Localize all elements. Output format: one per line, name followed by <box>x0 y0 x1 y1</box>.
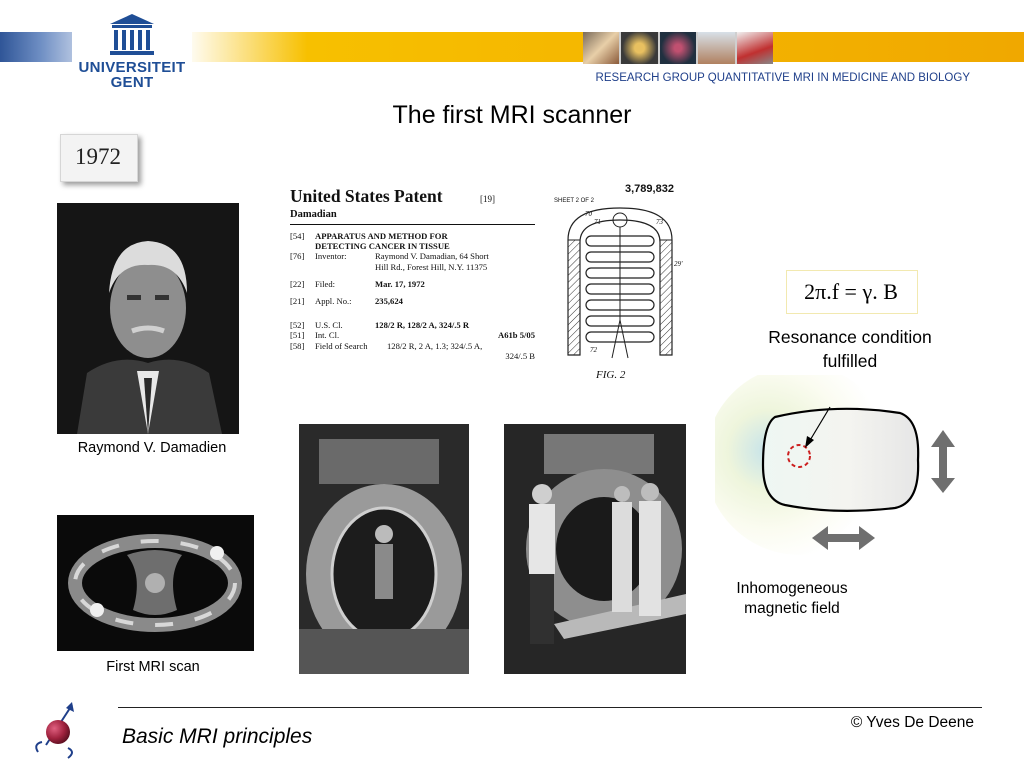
patent-number-19: [19] <box>480 194 495 204</box>
building-icon <box>110 14 154 55</box>
copyright-label: © Yves De Deene <box>850 714 974 731</box>
sample-outline <box>761 407 920 512</box>
lab-thumbnail <box>698 32 735 64</box>
row-value: 128/2 R, 2 A, 1.3; 324/.5 A, <box>387 340 483 351</box>
drawing-patent-number: 3,789,832 <box>625 183 674 195</box>
vertical-arrow-icon <box>931 430 955 493</box>
ref-70: 70 <box>585 210 593 218</box>
patent-row: DETECTING CANCER IN TISSUE <box>290 241 535 251</box>
row-value: DETECTING CANCER IN TISSUE <box>315 241 450 252</box>
row-value: APPARATUS AND METHOD FOR <box>315 231 448 241</box>
row-label <box>315 262 375 272</box>
patent-drawing: 3,789,832 SHEET 2 OF 2 70 71 <box>550 180 690 385</box>
row-label: Inventor: <box>315 251 347 262</box>
row-id <box>290 262 315 272</box>
ref-72: 72 <box>590 346 598 354</box>
patent-row: [76] Inventor: Raymond V. Damadian, 64 Sho… <box>290 251 535 261</box>
patent-row: Hill Rd., Forest Hill, N.Y. 11375 <box>290 262 535 272</box>
year-label: 1972 <box>75 144 121 169</box>
first-scan-caption: First MRI scan <box>106 659 200 675</box>
scanner-thumbnail <box>621 32 658 64</box>
patent-row: [52] U.S. Cl. 128/2 R, 128/2 A, 324/.5 R <box>290 320 535 330</box>
portrait-caption: Raymond V. Damadien <box>77 440 227 456</box>
research-group-label: RESEARCH GROUP QUANTITATIVE MRI IN MEDIC… <box>595 72 970 84</box>
scanner-photo-2 <box>504 424 686 674</box>
university-name: UNIVERSITEIT GENT <box>72 60 192 90</box>
microscopy-thumbnail <box>659 32 697 64</box>
university-logo <box>72 10 192 94</box>
patent-row: [54] APPARATUS AND METHOD FOR <box>290 231 535 241</box>
resonance-label: Resonance condition fulfilled <box>740 325 960 373</box>
graph-thumbnail <box>736 32 774 64</box>
row-id: [76] <box>290 251 305 262</box>
patent-row: [22] Filed: Mar. 17, 1972 <box>290 279 535 289</box>
resonance-line-1: Resonance condition <box>768 327 932 347</box>
logo-line-1: UNIVERSITEIT <box>78 59 186 76</box>
row-id: [54] <box>290 231 305 241</box>
patent-divider <box>290 224 535 225</box>
inhomogeneous-label: Inhomogeneous magnetic field <box>712 579 872 619</box>
year-box <box>60 134 138 182</box>
slide-title: The first MRI scanner <box>392 101 632 129</box>
ref-73: 73 <box>656 218 664 226</box>
row-id: [21] <box>290 296 305 307</box>
ref-29: 29' <box>674 260 683 268</box>
spin-logo <box>28 700 88 765</box>
row-value: 128/2 R, 128/2 A, 324/.5 R <box>375 320 470 331</box>
fig-label: FIG. 2 <box>595 369 626 381</box>
row-id <box>290 351 315 361</box>
row-id: [51] <box>290 330 305 341</box>
patent-row: [51] Int. Cl. A61b 5/05 <box>290 330 535 340</box>
inhom-line-2: magnetic field <box>744 600 840 617</box>
pointer-arrow-icon <box>805 436 814 448</box>
row-value: Hill Rd., Forest Hill, N.Y. 11375 <box>375 261 488 272</box>
larmor-formula: 2π.f = γ. B <box>804 279 898 304</box>
patent-title: United States Patent <box>290 186 443 206</box>
row-value: 324/.5 B <box>505 350 535 361</box>
row-value: Raymond V. Damadian, 64 Short <box>375 251 489 262</box>
scanner-photo-1 <box>299 424 469 674</box>
footer-divider <box>118 707 982 708</box>
resonance-line-2: fulfilled <box>822 351 878 371</box>
header-image-strip <box>583 32 774 64</box>
logo-line-2: GENT <box>110 74 154 91</box>
row-label: Field of Search <box>315 340 368 351</box>
first-mri-scan-image <box>57 515 254 651</box>
patent-document: United States Patent [19] Damadian [54] A… <box>290 186 535 386</box>
row-id <box>290 241 315 251</box>
spin-icon <box>35 702 74 759</box>
row-value: 235,624 <box>375 296 403 307</box>
row-label: Appl. No.: <box>315 296 352 307</box>
row-id: [22] <box>290 278 305 289</box>
portrait-photo <box>57 203 239 434</box>
patent-row: [58] Field of Search 128/2 R, 2 A, 1.3; 32… <box>290 341 535 351</box>
formula-box <box>786 270 918 314</box>
brain-thumbnail <box>583 32 620 64</box>
patent-inventor-name: Damadian <box>290 209 337 220</box>
patent-row: 324/.5 B <box>290 351 535 361</box>
drawing-sheet-label: SHEET 2 OF 2 <box>554 198 595 204</box>
row-label: U.S. Cl. <box>315 320 343 331</box>
row-id: [52] <box>290 320 305 331</box>
ref-71: 71 <box>594 218 601 226</box>
resonance-diagram <box>705 365 975 575</box>
inhom-line-1: Inhomogeneous <box>736 580 848 597</box>
row-label: Filed: <box>315 278 336 289</box>
footer-title: Basic MRI principles <box>122 725 313 748</box>
horizontal-arrow-icon <box>812 526 875 550</box>
patent-row: [21] Appl. No.: 235,624 <box>290 296 535 306</box>
row-value: Mar. 17, 1972 <box>375 278 425 289</box>
row-label: Int. Cl. <box>315 330 340 341</box>
row-value: A61b 5/05 <box>497 330 535 341</box>
resonance-spot <box>787 444 811 468</box>
row-id: [58] <box>290 340 305 351</box>
